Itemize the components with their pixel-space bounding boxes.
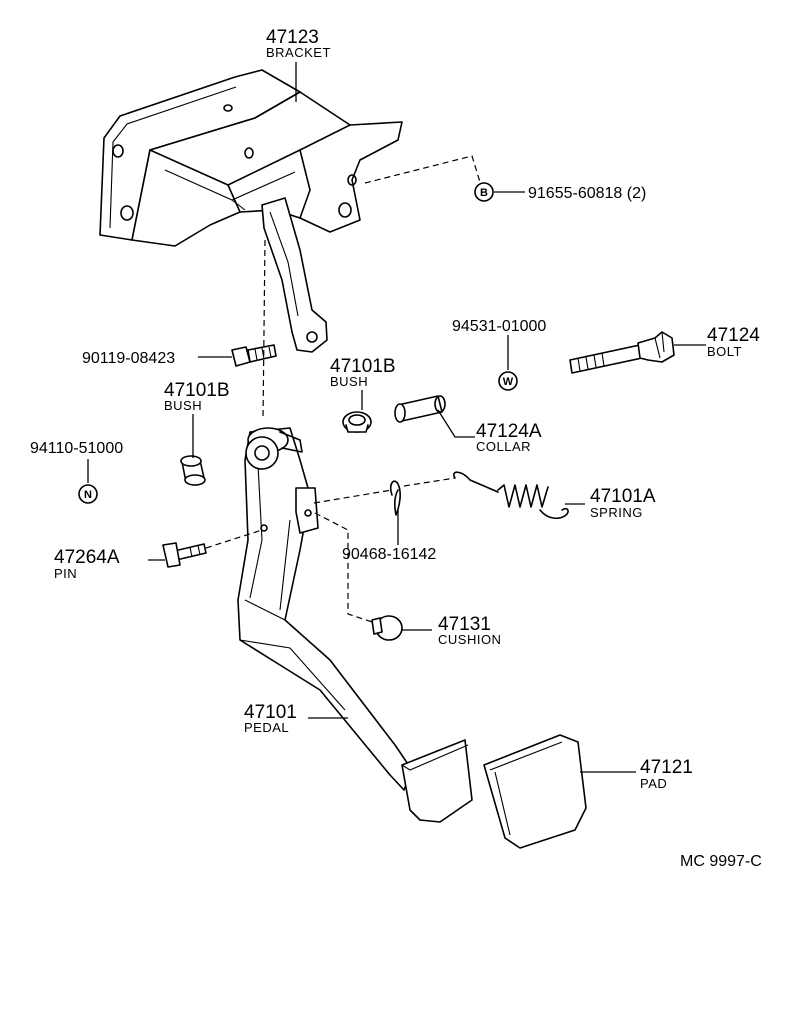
part-name-spring: SPRING <box>590 505 643 520</box>
part-number-bracket-bolt: 91655-60818 (2) <box>528 185 646 202</box>
part-number-bracket: 47123 <box>266 27 319 48</box>
part-number-bolt-nut: 94531-01000 <box>452 318 546 335</box>
part-label-pedal: 47101 PEDAL <box>244 702 297 735</box>
part-label-pad: 47121 PAD <box>640 757 693 791</box>
leader-lines <box>87 62 706 773</box>
part-name-cushion: CUSHION <box>438 632 501 647</box>
pedal-drawing <box>237 427 473 823</box>
part-label-bracket-bolt: 91655-60818 (2) <box>528 185 646 202</box>
part-label-collar: 47124A COLLAR <box>476 421 542 454</box>
bush-right-drawing <box>342 411 372 433</box>
part-label-stop-bolt: 90119-08423 <box>82 350 175 367</box>
part-name-pin: PIN <box>54 566 77 581</box>
diagram-reference-code: MC 9997-C <box>680 853 762 870</box>
svg-text:W: W <box>503 376 514 388</box>
part-label-cushion: 47131 CUSHION <box>438 614 501 647</box>
code-n-symbol: N <box>78 484 98 504</box>
part-number-bush-left: 47101B <box>164 380 230 401</box>
part-number-collar: 47124A <box>476 421 542 442</box>
part-name-bush-right: BUSH <box>330 374 368 389</box>
part-label-bush-right: 47101B BUSH <box>330 356 396 389</box>
cushion-drawing <box>371 615 403 641</box>
part-number-spring: 47101A <box>590 486 656 507</box>
part-number-pad: 47121 <box>640 757 693 778</box>
svg-text:B: B <box>480 187 488 199</box>
code-w-symbol: W <box>498 371 518 391</box>
part-number-clip: 90468-16142 <box>342 546 436 563</box>
part-number-pin: 47264A <box>54 547 120 568</box>
part-number-bush-right: 47101B <box>330 356 396 377</box>
part-name-pad: PAD <box>640 776 667 791</box>
pin-drawing <box>162 542 207 568</box>
part-label-clip: 90468-16142 <box>342 546 436 563</box>
part-number-pedal: 47101 <box>244 702 297 723</box>
part-name-bush-left: BUSH <box>164 398 202 413</box>
part-label-pin: 47264A PIN <box>54 547 120 581</box>
part-label-bolt-nut: 94531-01000 <box>452 318 546 335</box>
part-number-cushion: 47131 <box>438 614 491 635</box>
part-name-collar: COLLAR <box>476 439 531 454</box>
pad-drawing <box>483 734 587 849</box>
assembly-lines <box>205 155 481 623</box>
bush-left-drawing <box>180 455 206 486</box>
part-number-stop-bolt: 90119-08423 <box>82 350 175 367</box>
svg-text:N: N <box>84 489 92 501</box>
part-number-pin-nut: 94110-51000 <box>30 440 123 457</box>
bracket-drawing <box>99 69 403 353</box>
part-name-pedal: PEDAL <box>244 720 289 735</box>
spring-drawing <box>453 471 569 520</box>
part-label-bolt: 47124 BOLT <box>707 325 760 359</box>
stop-bolt-drawing <box>231 344 277 367</box>
bolt-drawing <box>569 331 675 374</box>
part-name-bracket: BRACKET <box>266 45 331 60</box>
code-b-symbol: B <box>474 182 494 202</box>
collar-drawing <box>394 395 446 423</box>
part-number-bolt: 47124 <box>707 325 760 346</box>
part-name-bolt: BOLT <box>707 344 742 359</box>
clip-drawing <box>389 480 401 516</box>
part-label-pin-nut: 94110-51000 <box>30 440 123 457</box>
part-label-bracket: 47123 BRACKET <box>266 27 331 60</box>
part-label-bush-left: 47101B BUSH <box>164 380 230 413</box>
part-label-spring: 47101A SPRING <box>590 486 656 520</box>
